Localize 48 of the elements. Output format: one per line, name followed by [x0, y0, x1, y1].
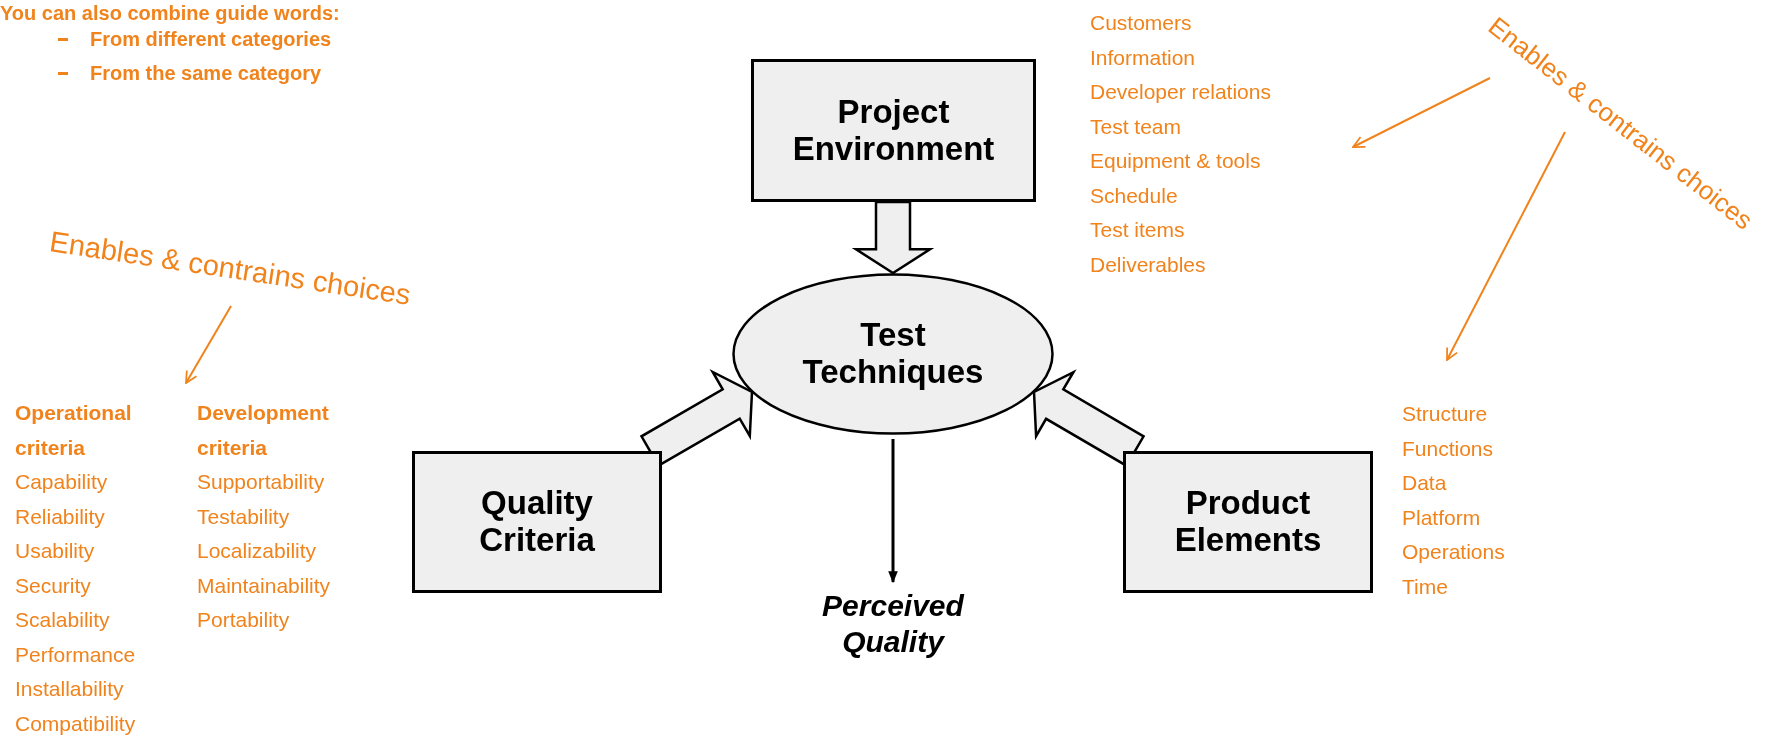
note-heading: You can also combine guide words:	[0, 1, 340, 26]
list-item: Test team	[1090, 113, 1183, 140]
list-item: Usability	[15, 538, 96, 564]
outcome-text: Perceived Quality	[821, 588, 966, 660]
list-item: Customers	[1090, 10, 1193, 36]
list-item: Functions	[1402, 435, 1495, 462]
list-item: Deliverables	[1090, 251, 1207, 278]
block-arrow	[851, 200, 935, 275]
list-item: Testability	[197, 503, 291, 530]
list-item: Operations	[1402, 539, 1506, 565]
list-item: Supportability	[197, 469, 326, 495]
arrow	[1352, 77, 1491, 148]
list-item: Capability	[15, 469, 109, 495]
process-box	[751, 59, 1036, 202]
list-item: Performance	[15, 641, 137, 668]
block-arrow	[1032, 369, 1146, 468]
note-bullet-text: From the same category	[90, 61, 322, 86]
list-item: Compatibility	[15, 710, 137, 737]
box-label: Quality Criteria	[478, 485, 596, 559]
process-box	[1123, 451, 1373, 593]
list-item: Developer relations	[1090, 79, 1272, 105]
arrow	[1446, 131, 1566, 361]
list-item: Test items	[1090, 217, 1186, 243]
list-item: Localizability	[197, 538, 318, 564]
box-label: Project Environment	[791, 93, 996, 168]
list-item: Equipment & tools	[1090, 148, 1262, 174]
list-item: Portability	[197, 607, 291, 633]
note-bullet-text: From different categories	[90, 27, 332, 52]
block-arrow	[639, 368, 754, 468]
list-item: Maintainability	[197, 572, 332, 599]
annotation-text: Enables & contrains choices	[47, 225, 413, 312]
list-item: Scalability	[15, 607, 111, 633]
arrow	[185, 305, 232, 384]
list-item: Information	[1090, 44, 1197, 71]
ellipse-label: Test Techniques	[801, 317, 985, 391]
list-item: Structure	[1402, 401, 1489, 427]
list-heading: Development criteria	[197, 400, 330, 461]
list-item: Platform	[1402, 504, 1482, 531]
list-item: Reliability	[15, 503, 106, 530]
list-item: Security	[15, 572, 92, 599]
list-item: Schedule	[1090, 182, 1179, 209]
process-box	[412, 451, 662, 593]
box-label: Product Elements	[1173, 485, 1323, 559]
list-item: Data	[1402, 470, 1448, 496]
arrow	[888, 439, 898, 584]
list-item: Installability	[15, 676, 125, 702]
list-item: Time	[1402, 573, 1449, 600]
list-heading: Operational criteria	[15, 400, 133, 461]
